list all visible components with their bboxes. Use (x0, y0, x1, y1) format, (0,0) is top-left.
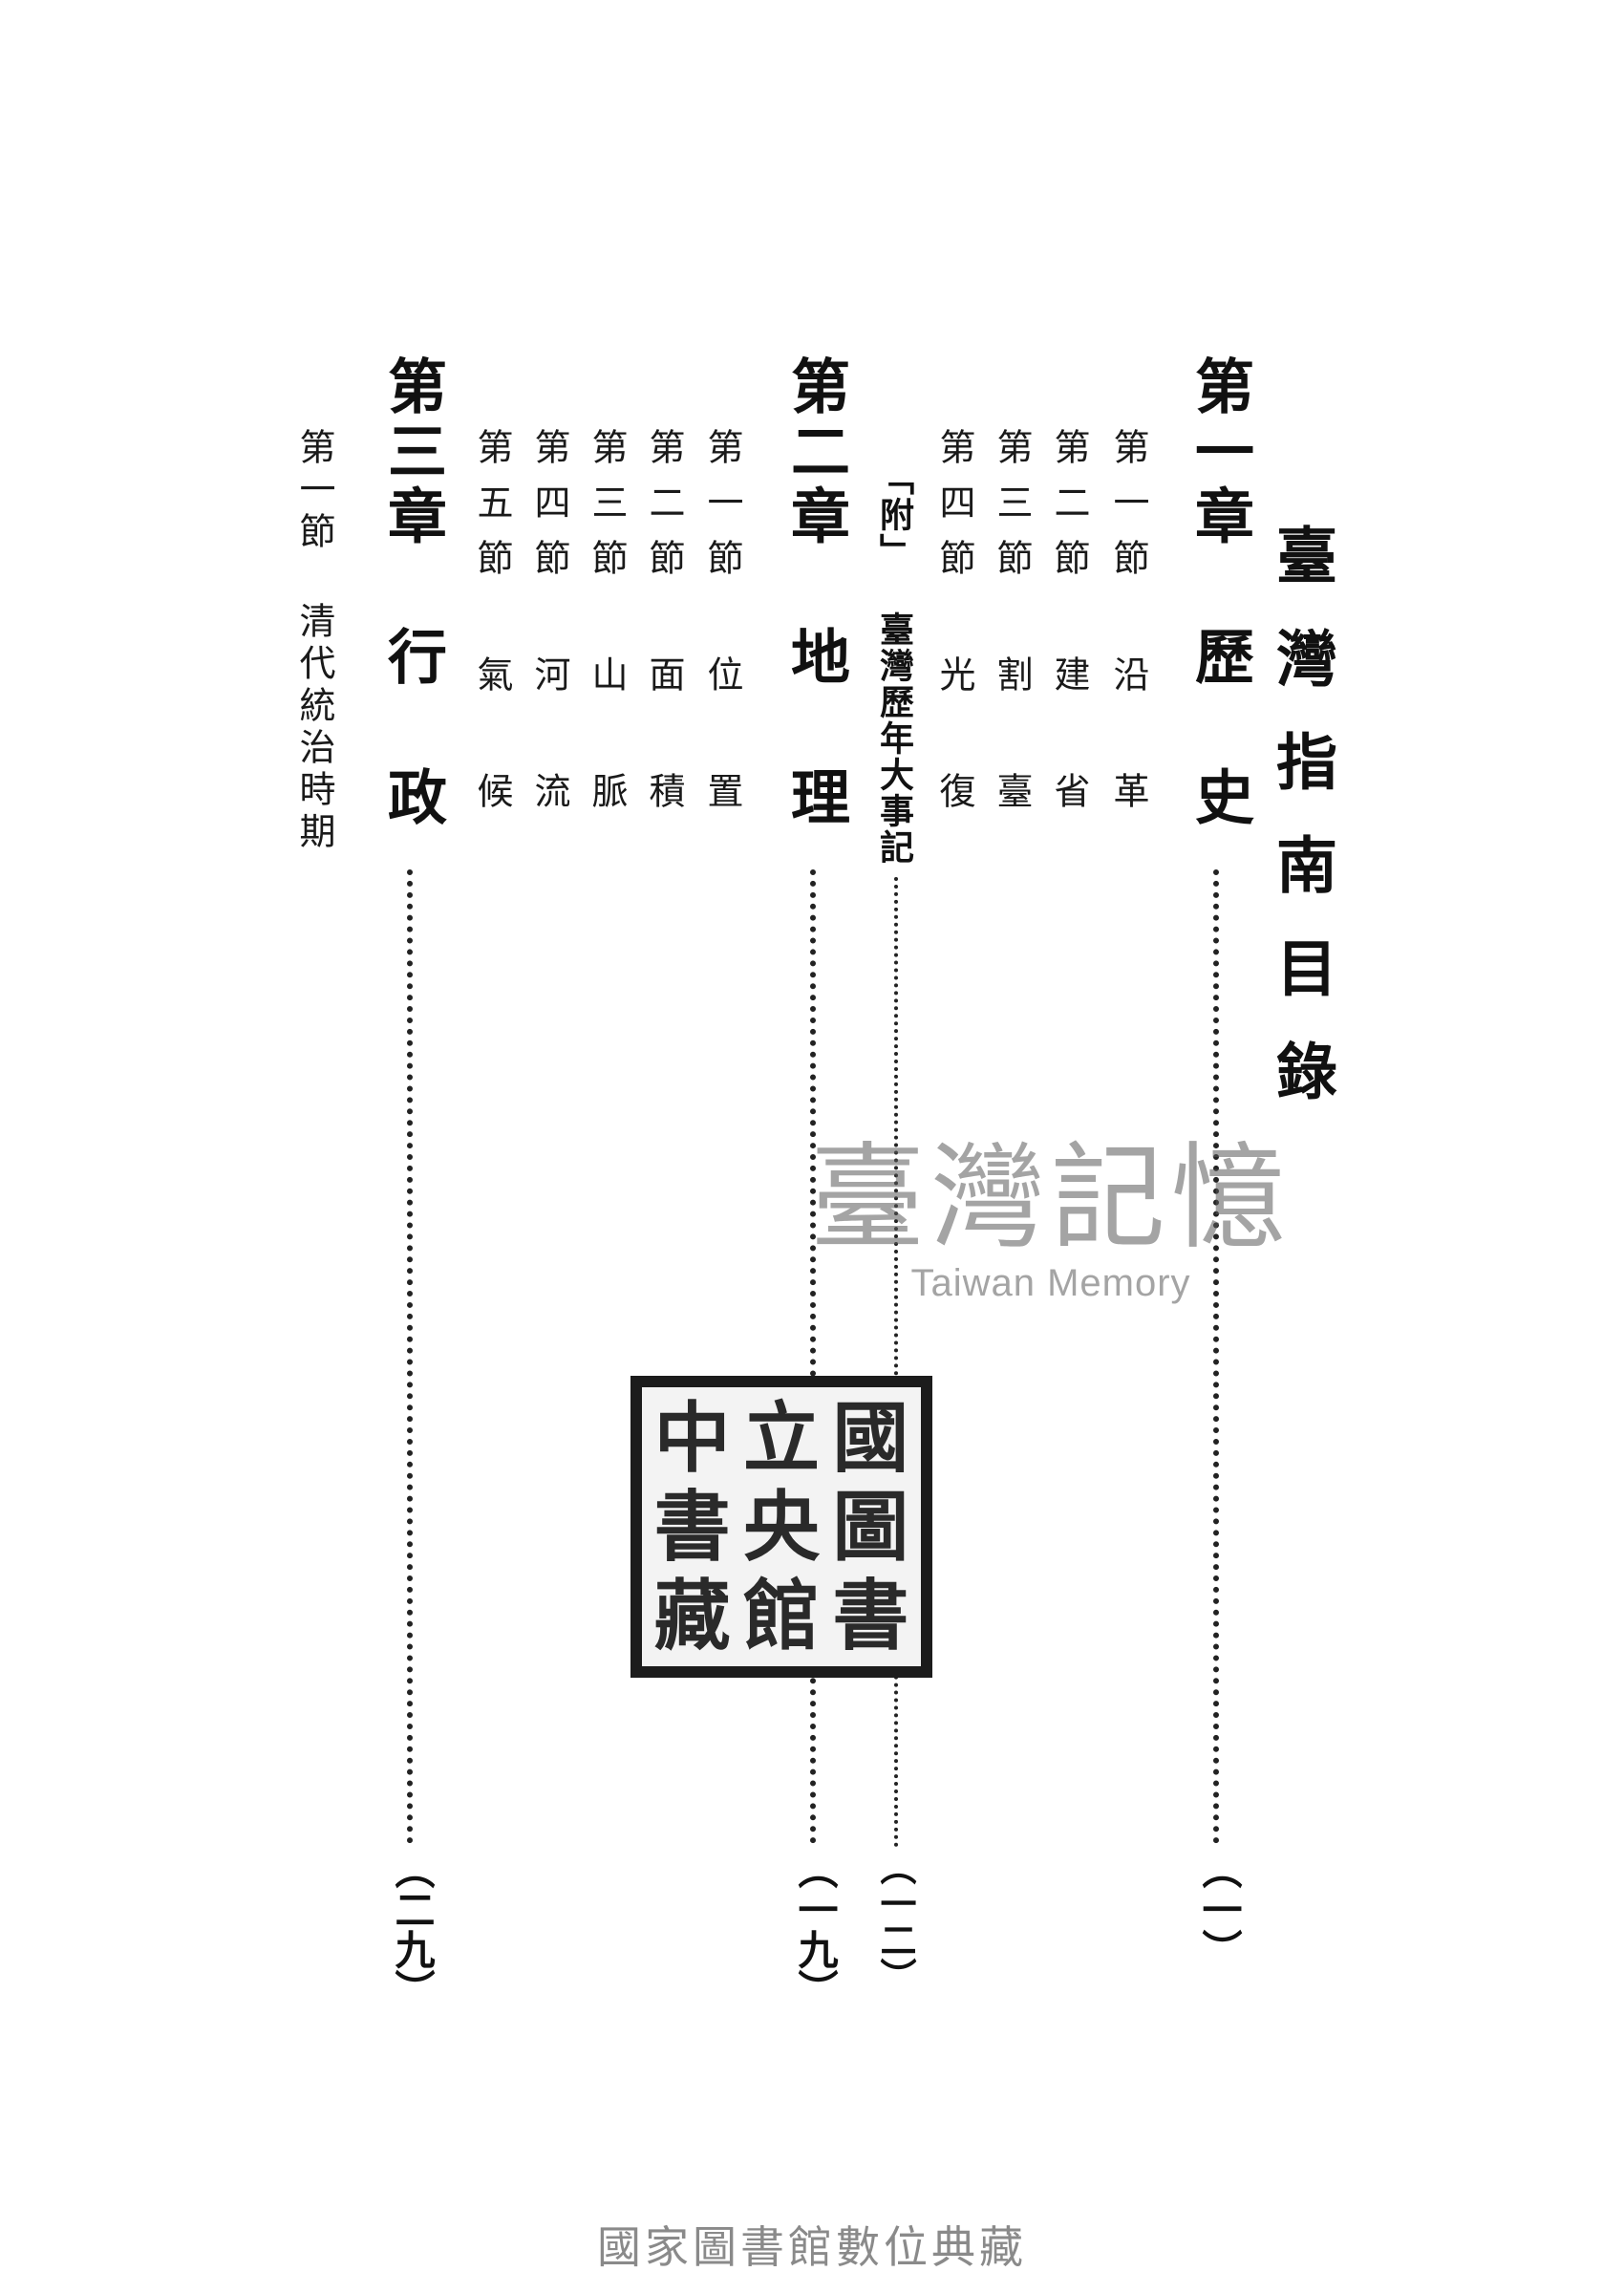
chapter-1-page: （一） (1196, 1849, 1243, 1969)
chapter-1-section-4: 第四節 光 復 (933, 428, 975, 827)
seal-character: 國 (832, 1392, 909, 1483)
chapter-2-section-5: 第五節 氣 候 (471, 428, 513, 827)
chapter-3-page: （二九） (389, 1849, 436, 2009)
seal-character: 立 (742, 1392, 820, 1483)
library-seal-stamp: 中 立 國 書 央 圖 藏 館 書 (630, 1376, 932, 1678)
chapter-3-section-1: 第一節 清代統治時期 (293, 428, 335, 854)
seal-character: 圖 (832, 1481, 909, 1572)
chapter-2-section-1: 第一節 位 置 (701, 428, 743, 827)
chapter-1-section-1: 第一節 沿 革 (1107, 428, 1149, 827)
seal-character: 書 (653, 1481, 731, 1572)
taiwan-memory-watermark: 臺灣記憶 Taiwan Memory (802, 1142, 1299, 1305)
chapter-1-leader-dots (1213, 869, 1219, 1844)
watermark-english: Taiwan Memory (910, 1262, 1191, 1304)
chapter-1-section-2: 第二節 建 省 (1048, 428, 1090, 827)
seal-character: 央 (742, 1481, 820, 1572)
chapter-2-section-3: 第三節 山 脈 (586, 428, 628, 827)
chapter-2-section-2: 第二節 面 積 (643, 428, 685, 827)
toc-title: 臺灣指南目錄 (1266, 524, 1337, 1143)
chapter-2-section-4: 第四節 河 流 (528, 428, 570, 827)
seal-character: 中 (653, 1392, 731, 1483)
seal-character: 書 (832, 1571, 909, 1661)
watermark-chinese: 臺灣記憶 (810, 1132, 1292, 1265)
chapter-1-section-3: 第三節 割 臺 (991, 428, 1033, 827)
ncl-digital-archive-footer: 國家圖書館數位典藏 (597, 2221, 1027, 2273)
chapter-1-heading: 第一章 歷 史 (1185, 355, 1254, 831)
chapter-3-heading: 第三章 行 政 (377, 355, 447, 831)
seal-character: 藏 (653, 1571, 731, 1661)
chapter-3-leader-dots (407, 869, 413, 1844)
chapter-2-heading: 第二章 地 理 (780, 355, 850, 831)
annex-leader-dots (894, 877, 898, 1848)
chapter-1-annex: 「附」 臺灣歷年大事記 (874, 461, 914, 866)
chapter-2-page: （一九） (792, 1849, 839, 2009)
chapter-2-leader-dots (810, 869, 816, 1844)
seal-character: 館 (742, 1571, 820, 1661)
annex-page: （一二） (874, 1849, 917, 1994)
